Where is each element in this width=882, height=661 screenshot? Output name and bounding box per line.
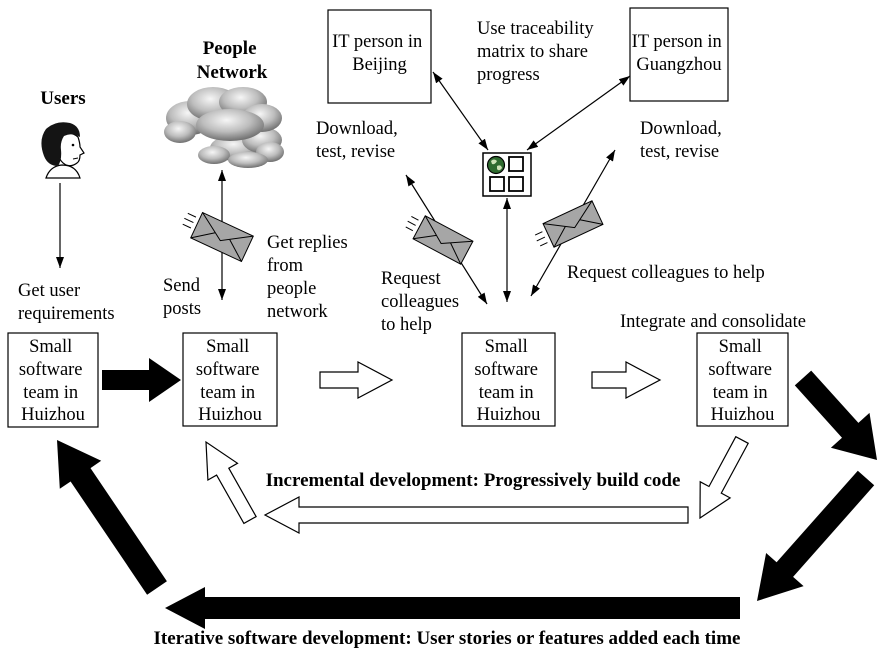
people-network-label: People Network: [197, 38, 268, 83]
label-line: Get user: [18, 281, 80, 301]
iteration-arrow-bottom-return: [165, 587, 740, 629]
request-colleagues-left-label: Request colleagues to help: [381, 269, 464, 335]
cloud-icon: [164, 87, 284, 168]
label-line: Small: [719, 337, 762, 357]
request-colleagues-right-label: Request colleagues to help: [567, 263, 765, 283]
globe-icon: [486, 155, 506, 175]
get-replies-label: Get replies from people network: [267, 233, 352, 322]
label-line: Request: [381, 269, 441, 289]
label-line: Download,: [640, 119, 722, 139]
label-line: team in: [479, 383, 534, 403]
label-line: team in: [23, 383, 78, 403]
users-label: Users: [40, 88, 85, 109]
label-line: Network: [197, 62, 268, 83]
label-line: IT person in: [332, 32, 422, 52]
arrow-guangzhou-to-matrix: [526, 75, 631, 151]
matrix-cell: [508, 156, 524, 172]
label-line: software: [474, 360, 538, 380]
iteration-arrow-team1-to-team2: [102, 358, 181, 402]
iteration-arrow-up-to-team1: [57, 440, 167, 595]
label-line: Huizhou: [198, 405, 262, 425]
label-line: Huizhou: [477, 405, 541, 425]
team-box-frame: [461, 332, 556, 427]
label-line: network: [267, 302, 328, 322]
it-person-label: IT person in Guangzhou: [632, 32, 727, 75]
incremental-development-caption: Incremental development: Progressively b…: [266, 470, 681, 491]
label-line: Small: [485, 337, 528, 357]
label-line: Download,: [316, 119, 398, 139]
matrix-cell: [508, 176, 524, 192]
label-line: to help: [381, 315, 432, 335]
send-posts-label: Send posts: [163, 276, 205, 319]
it-person-box-guangzhou: IT person in Guangzhou: [629, 7, 729, 102]
label-line: Small: [206, 337, 249, 357]
envelope-icon: [534, 200, 604, 248]
increment-arrow-up-to-team2: [205, 440, 257, 525]
team-box-3: Small software team in Huizhou: [461, 332, 556, 427]
label-line: software: [708, 360, 772, 380]
label-line: test, revise: [640, 142, 719, 162]
label-line: Beijing: [352, 55, 406, 75]
it-person-box-beijing: IT person in Beijing: [327, 9, 432, 104]
label-line: Small: [29, 337, 72, 357]
increment-arrow-team4-down: [699, 435, 750, 520]
integrate-consolidate-label: Integrate and consolidate: [620, 312, 806, 332]
team-box-label: Small software team in Huizhou: [196, 337, 264, 425]
label-line: Huizhou: [21, 405, 85, 425]
label-line: Get replies: [267, 233, 348, 253]
label-line: posts: [163, 299, 201, 319]
label-line: Huizhou: [711, 405, 775, 425]
label-line: Use traceability: [477, 19, 594, 39]
arrow-beijing-to-matrix: [432, 71, 489, 151]
iteration-arrow-team4-down-right: [794, 370, 877, 460]
it-person-frame: [327, 9, 432, 104]
label-line: test, revise: [316, 142, 395, 162]
traceability-label: Use traceability matrix to share progres…: [477, 19, 598, 85]
download-test-revise-guangzhou-label: Download, test, revise: [640, 119, 726, 162]
team-box-frame: [696, 332, 789, 427]
envelope-icon: [182, 211, 254, 263]
user-face-icon: [41, 122, 85, 179]
team-box-4: Small software team in Huizhou: [696, 332, 789, 427]
increment-arrow-team3-to-team4: [591, 361, 662, 399]
label-line: team in: [713, 383, 768, 403]
team-box-2: Small software team in Huizhou: [182, 332, 278, 427]
label-line: software: [19, 360, 83, 380]
get-user-requirements-label: Get user requirements: [18, 281, 115, 324]
label-line: requirements: [18, 304, 115, 324]
iterative-development-caption: Iterative software development: User sto…: [154, 628, 741, 649]
iteration-arrow-right-down-left: [757, 470, 875, 601]
label-line: matrix to share: [477, 42, 588, 62]
label-line: team in: [200, 383, 255, 403]
team-box-frame: [7, 332, 99, 428]
label-line: software: [196, 360, 260, 380]
team-box-1: Small software team in Huizhou: [7, 332, 99, 428]
it-person-label: IT person in Beijing: [332, 32, 427, 75]
label-line: Send: [163, 276, 201, 296]
envelope-icon: [405, 215, 474, 265]
team-box-label: Small software team in Huizhou: [474, 337, 542, 425]
label-line: colleagues: [381, 292, 459, 312]
increment-arrow-team2-to-team3: [319, 361, 394, 399]
label-line: progress: [477, 65, 540, 85]
download-test-revise-beijing-label: Download, test, revise: [316, 119, 402, 162]
label-line: People: [203, 38, 257, 59]
label-line: from: [267, 256, 304, 276]
label-line: IT person in: [632, 32, 722, 52]
team-box-frame: [182, 332, 278, 427]
team-box-label: Small software team in Huizhou: [708, 337, 776, 425]
team-box-label: Small software team in Huizhou: [19, 337, 87, 425]
matrix-cell: [489, 176, 505, 192]
label-line: Guangzhou: [636, 55, 721, 75]
label-line: people: [267, 279, 316, 299]
traceability-matrix-icon: [482, 152, 532, 197]
it-person-frame: [629, 7, 729, 102]
increment-arrow-return: [263, 496, 689, 534]
